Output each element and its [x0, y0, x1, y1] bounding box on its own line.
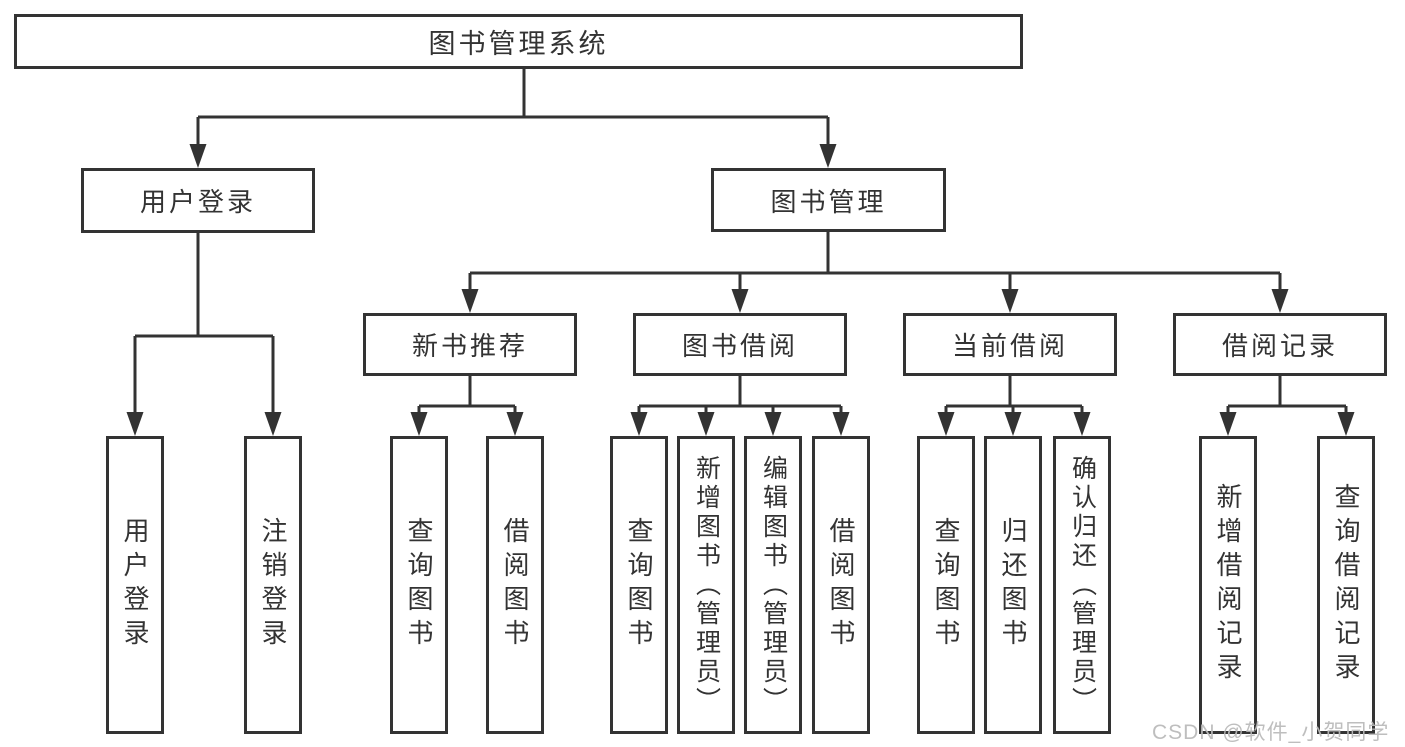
arrow-down-icon — [630, 412, 648, 436]
leaf-label: 查询借阅记录 — [1331, 483, 1361, 687]
leaf-confirm-return-admin: 确认归还（管理员） — [1053, 436, 1111, 734]
leaf-edit-book-admin: 编辑图书（管理员） — [744, 436, 802, 734]
arrow-down-icon — [1004, 412, 1022, 436]
arrow-down-icon — [697, 412, 715, 436]
node-borrow-records: 借阅记录 — [1173, 313, 1387, 376]
connector-book-borrow-to-children — [637, 376, 843, 432]
leaf-borrow-books: 借阅图书 — [812, 436, 870, 734]
arrow-down-icon — [264, 412, 282, 436]
node-library-management-system: 图书管理系统 — [14, 14, 1023, 69]
arrow-down-icon — [1337, 412, 1355, 436]
leaf-label: 新增借阅记录 — [1213, 483, 1243, 687]
leaf-recommend-borrow-books: 借阅图书 — [486, 436, 544, 734]
leaf-label: 新增图书（管理员） — [692, 454, 721, 716]
leaf-add-borrow-record: 新增借阅记录 — [1199, 436, 1257, 734]
arrow-down-icon — [819, 144, 837, 168]
leaf-label: 确认归还（管理员） — [1068, 454, 1097, 716]
leaf-return-books: 归还图书 — [984, 436, 1042, 734]
arrow-down-icon — [1001, 289, 1019, 313]
arrow-down-icon — [461, 289, 479, 313]
connector-book-management-to-level3 — [468, 231, 1282, 309]
leaf-label: 查询图书 — [624, 517, 654, 653]
leaf-logout: 注销登录 — [244, 436, 302, 734]
leaf-label: 编辑图书（管理员） — [759, 454, 788, 716]
connector-user-login-to-children — [133, 233, 275, 432]
arrow-down-icon — [410, 412, 428, 436]
node-book-management: 图书管理 — [711, 168, 946, 232]
leaf-label: 用户登录 — [120, 517, 150, 653]
connector-new-book-recommend-to-children — [417, 376, 517, 432]
arrow-down-icon — [189, 144, 207, 168]
arrow-down-icon — [731, 289, 749, 313]
leaf-recommend-query-books: 查询图书 — [390, 436, 448, 734]
csdn-watermark: CSDN @软件_小贺同学 — [1152, 721, 1390, 744]
arrow-down-icon — [1271, 289, 1289, 313]
arrow-down-icon — [1073, 412, 1091, 436]
arrow-down-icon — [506, 412, 524, 436]
node-current-borrow: 当前借阅 — [903, 313, 1117, 376]
node-book-borrow: 图书借阅 — [633, 313, 847, 376]
leaf-label: 借阅图书 — [500, 517, 530, 653]
arrow-down-icon — [764, 412, 782, 436]
arrow-down-icon — [126, 412, 144, 436]
leaf-borrow-query-books: 查询图书 — [610, 436, 668, 734]
leaf-label: 归还图书 — [998, 517, 1028, 653]
leaf-label: 借阅图书 — [826, 517, 856, 653]
connector-root-to-level2 — [196, 69, 830, 164]
connector-borrow-records-to-children — [1226, 376, 1348, 432]
arrow-down-icon — [832, 412, 850, 436]
leaf-label: 查询图书 — [404, 517, 434, 653]
arrow-down-icon — [937, 412, 955, 436]
leaf-label: 查询图书 — [931, 517, 961, 653]
node-new-book-recommend: 新书推荐 — [363, 313, 577, 376]
node-user-login: 用户登录 — [81, 168, 315, 233]
leaf-user-login: 用户登录 — [106, 436, 164, 734]
arrow-down-icon — [1219, 412, 1237, 436]
leaf-query-borrow-record: 查询借阅记录 — [1317, 436, 1375, 734]
leaf-add-book-admin: 新增图书（管理员） — [677, 436, 735, 734]
arrowheads — [126, 144, 1355, 436]
leaf-current-query-books: 查询图书 — [917, 436, 975, 734]
leaf-label: 注销登录 — [258, 517, 288, 653]
